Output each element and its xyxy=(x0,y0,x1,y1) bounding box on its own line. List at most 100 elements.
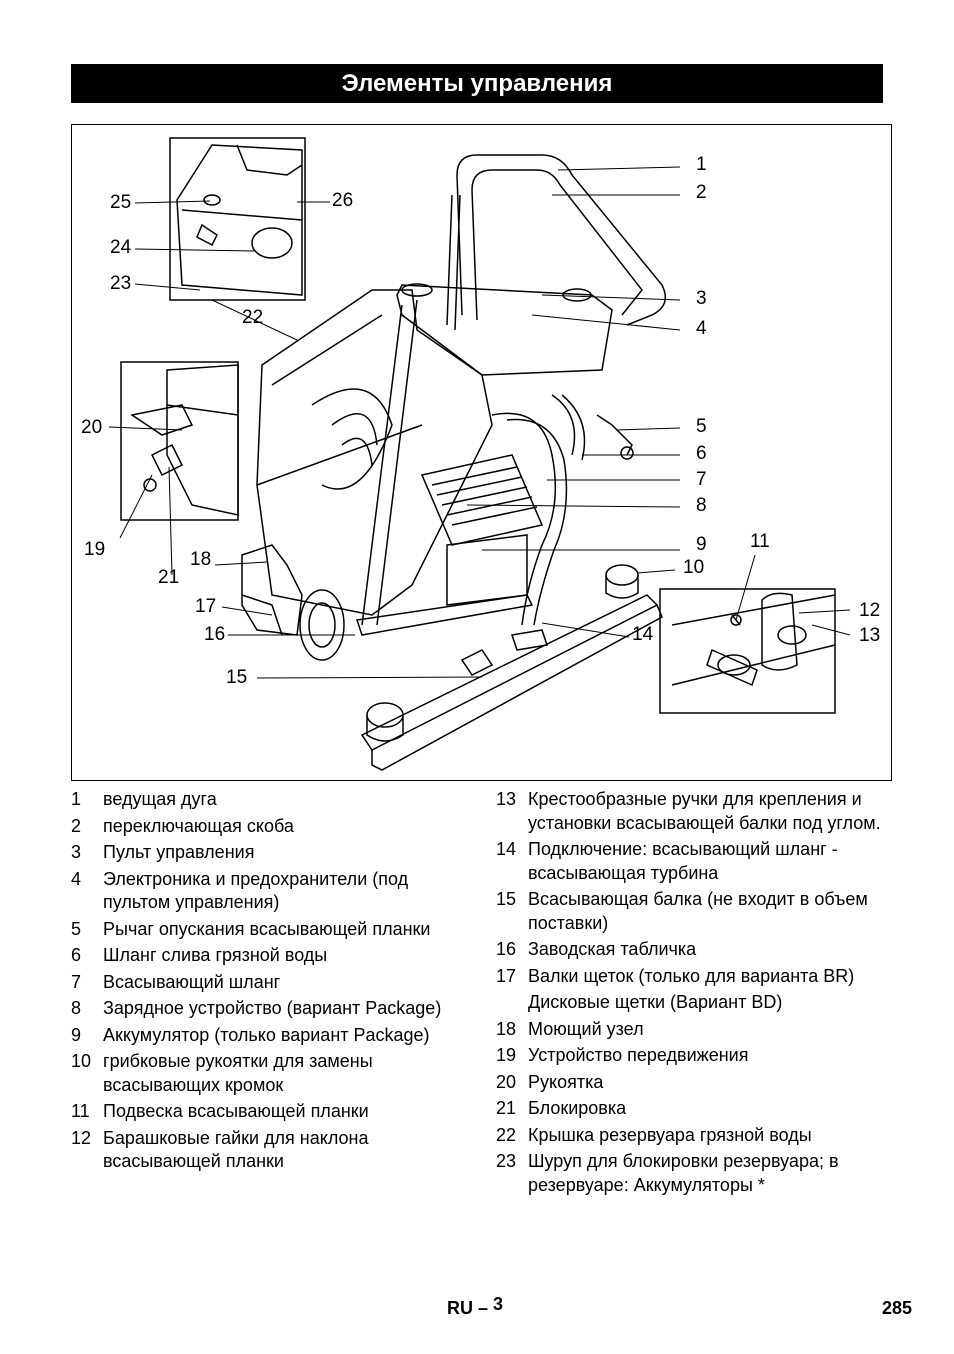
callout-17: 17 xyxy=(195,596,217,617)
legend-item: 6 Шланг слива грязной воды xyxy=(71,944,471,968)
legend-text: Крестообразные ручки для крепления и уст… xyxy=(528,789,881,833)
legend-item: 8 Зарядное устройство (вариант Package) xyxy=(71,997,471,1021)
callout-18: 18 xyxy=(190,549,212,570)
legend-item: 10 грибковые рукоятки для замены всасываю… xyxy=(71,1050,471,1097)
legend-item: 21 Блокировка xyxy=(496,1097,896,1121)
legend-number: 7 xyxy=(71,971,82,992)
legend-number: 4 xyxy=(71,868,82,889)
legend-text: ведущая дуга xyxy=(103,789,217,809)
legend-item: 19 Устройство передвижения xyxy=(496,1044,896,1068)
legend-text: Блокировка xyxy=(528,1098,627,1118)
callout-13: 13 xyxy=(859,625,881,646)
page-title: Элементы управления xyxy=(71,64,883,103)
legend-number: 2 xyxy=(71,815,82,836)
callout-12: 12 xyxy=(859,600,881,621)
inset-top-left xyxy=(169,137,306,301)
legend-number: 8 xyxy=(71,998,82,1018)
legend-number: 19 xyxy=(496,1045,517,1065)
legend-number: 13 xyxy=(496,789,517,809)
legend-text: грибковые рукоятки для замены всасывающи… xyxy=(103,1051,373,1095)
callout-14: 14 xyxy=(632,624,654,645)
machine-diagram: 1 2 3 4 5 6 7 8 9 10 11 12 13 14 15 16 1… xyxy=(71,124,892,781)
legend-item: 4 Электроника и предохранители (под пульт… xyxy=(71,868,471,915)
legend-text: Крышка резервуара грязной воды xyxy=(528,1124,812,1145)
callout-25: 25 xyxy=(110,192,132,213)
inset-right xyxy=(659,588,836,714)
legend-item: 20 Рукоятка xyxy=(496,1071,896,1095)
callout-7: 7 xyxy=(696,469,707,490)
legend-item: 23 Шуруп для блокировки резервуара; в рез… xyxy=(496,1150,896,1197)
callout-2: 2 xyxy=(696,182,707,203)
callout-6: 6 xyxy=(696,443,707,464)
inset-mid-left xyxy=(120,361,239,521)
legend-item: 2 переключающая скоба xyxy=(71,815,471,839)
legend-number: 5 xyxy=(71,918,82,939)
legend-number: 17 xyxy=(496,965,517,986)
callout-10: 10 xyxy=(683,557,705,578)
legend-number: 10 xyxy=(71,1051,92,1071)
legend-text: Всасывающий шланг xyxy=(103,971,281,992)
legend-text: Дисковые щетки (Вариант BD) xyxy=(528,992,783,1012)
footer-lang: RU xyxy=(447,1298,473,1318)
page-number: 285 xyxy=(881,1298,912,1318)
footer-dash: – xyxy=(478,1298,489,1318)
callout-23: 23 xyxy=(110,273,132,294)
legend-text: Подключение: всасывающий шланг - всасыва… xyxy=(528,839,838,883)
legend-right: 13 Крестообразные ручки для крепления и у… xyxy=(496,788,896,1200)
legend-text: Всасывающая балка (не входит в объем пос… xyxy=(528,889,868,933)
machine-illustration xyxy=(108,137,851,771)
callout-4: 4 xyxy=(696,318,707,339)
callout-16: 16 xyxy=(204,624,226,645)
legend-number: 14 xyxy=(496,839,517,859)
legend-text: Барашковые гайки для наклона всасывающей… xyxy=(103,1127,369,1172)
legend-text: Зарядное устройство (вариант Package) xyxy=(103,998,442,1018)
callout-24: 24 xyxy=(110,237,132,258)
legend-number: 22 xyxy=(496,1124,517,1145)
legend-item: 18 Моющий узел xyxy=(496,1018,896,1042)
legend-number: 12 xyxy=(71,1127,92,1148)
legend-text: Заводская табличка xyxy=(528,939,697,959)
legend-item: 17 Валки щеток (только для варианта BR) xyxy=(496,965,896,989)
callout-3: 3 xyxy=(696,288,707,309)
legend-item: 12 Барашковые гайки для наклона всасывающ… xyxy=(71,1127,471,1174)
legend-item: 7 Всасывающий шланг xyxy=(71,971,471,995)
legend-text: Шланг слива грязной воды xyxy=(103,945,328,965)
callout-1: 1 xyxy=(696,154,707,175)
callout-11: 11 xyxy=(750,531,770,552)
footer-section-number: 3 xyxy=(493,1294,504,1314)
legend-number: 6 xyxy=(71,945,82,965)
callout-8: 8 xyxy=(696,495,707,516)
legend-item: 14 Подключение: всасывающий шланг - всасы… xyxy=(496,838,896,885)
callout-21: 21 xyxy=(158,567,180,588)
callout-26: 26 xyxy=(332,190,354,211)
legend-number: 23 xyxy=(496,1151,517,1171)
callout-9: 9 xyxy=(696,534,707,555)
legend-number: 18 xyxy=(496,1018,517,1039)
callout-20: 20 xyxy=(81,417,103,438)
legend-number: 21 xyxy=(496,1098,517,1118)
callout-22: 22 xyxy=(242,307,264,328)
callout-15: 15 xyxy=(226,667,248,688)
legend-text: Подвеска всасывающей планки xyxy=(103,1101,369,1121)
legend-text: Шуруп для блокировки резервуара; в резер… xyxy=(528,1151,839,1195)
legend-item: 3 Пульт управления xyxy=(71,841,471,865)
legend-number: 3 xyxy=(71,842,82,862)
legend-number: 20 xyxy=(496,1071,517,1092)
legend-text: Электроника и предохранители (под пульто… xyxy=(103,868,409,913)
legend-number: 16 xyxy=(496,939,517,959)
legend-text: Устройство передвижения xyxy=(528,1045,749,1065)
legend-number: 9 xyxy=(71,1024,82,1045)
legend-text: переключающая скоба xyxy=(103,815,294,836)
legend-number xyxy=(496,991,528,1015)
footer-section: RU – 3 xyxy=(447,1294,503,1319)
legend-text: Рукоятка xyxy=(528,1071,604,1092)
legend-text: Валки щеток (только для варианта BR) xyxy=(528,965,855,986)
legend-text: Моющий узел xyxy=(528,1018,644,1039)
legend-text: Пульт управления xyxy=(103,842,255,862)
